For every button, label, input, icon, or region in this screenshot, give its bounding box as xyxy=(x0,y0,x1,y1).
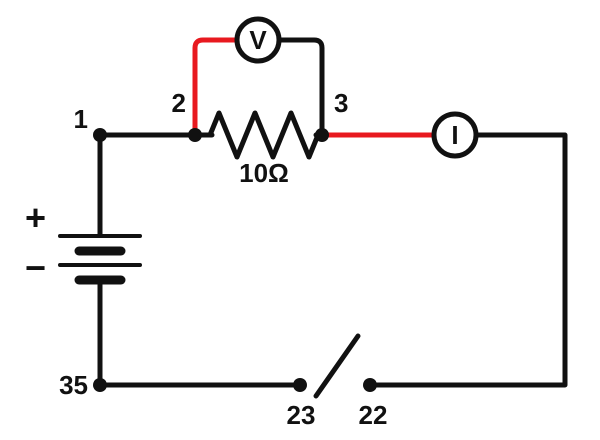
voltmeter-label: V xyxy=(249,25,267,55)
wire-voltmeter-left-red xyxy=(192,37,240,135)
node-label-22: 22 xyxy=(359,400,388,430)
wire-voltmeter-right xyxy=(276,37,325,135)
node-label-1: 1 xyxy=(74,104,88,134)
node-dot-22 xyxy=(363,378,377,392)
battery-negative-sign: − xyxy=(25,247,46,288)
voltmeter-circle xyxy=(234,16,282,64)
node-label-35: 35 xyxy=(59,370,88,400)
ammeter-label: I xyxy=(451,120,458,150)
node-label-3: 3 xyxy=(334,88,348,118)
node-dot-35 xyxy=(93,378,107,392)
node-label-2: 2 xyxy=(172,88,186,118)
switch-blade xyxy=(313,333,361,399)
resistor-symbol xyxy=(207,110,321,160)
node-dot-2 xyxy=(188,128,202,142)
resistor-value-label: 10Ω xyxy=(239,158,289,188)
ammeter-circle xyxy=(431,111,479,159)
node-label-23: 23 xyxy=(287,400,316,430)
wire-ammeter-to-node22 xyxy=(369,132,568,388)
node-dot-23 xyxy=(293,378,307,392)
node-dot-1 xyxy=(93,128,107,142)
battery-symbol xyxy=(58,234,142,285)
battery-positive-sign: + xyxy=(25,197,46,238)
node-dot-3 xyxy=(315,128,329,142)
